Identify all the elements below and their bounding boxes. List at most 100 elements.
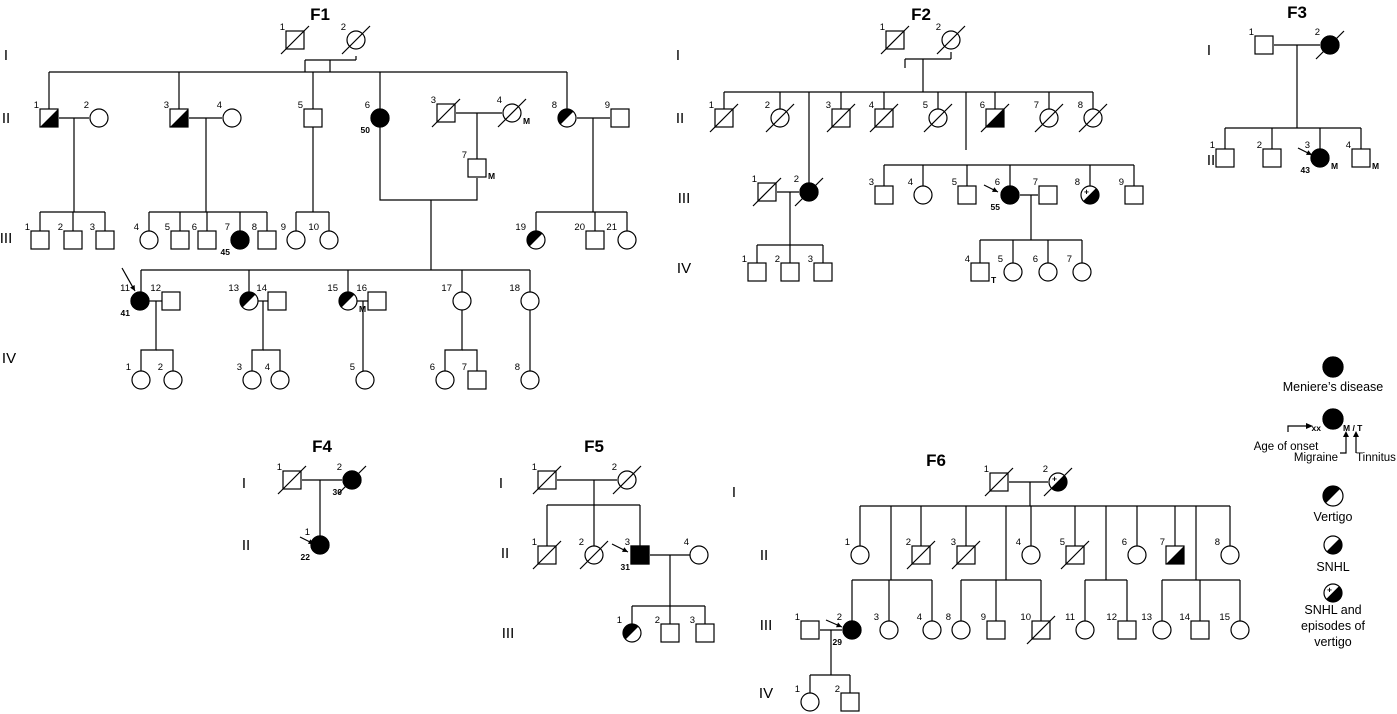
family-2-lines — [723, 52, 1135, 264]
individual-number: 2 — [579, 537, 584, 548]
deceased-slash — [337, 465, 367, 495]
half-fill — [1083, 188, 1099, 204]
symbol-male — [1117, 620, 1137, 640]
individual-number: 3 — [874, 612, 879, 623]
individual-number: 7 — [1034, 100, 1039, 111]
legend-migraine-label: Migraine — [1294, 452, 1338, 464]
individual: 14 — [256, 283, 287, 311]
square-outline — [95, 230, 115, 250]
individual: 7 — [462, 362, 487, 390]
individual: 1 — [277, 462, 307, 495]
symbol-female — [1230, 620, 1250, 640]
square-outline — [257, 230, 277, 250]
individual-number: 6 — [365, 100, 370, 111]
individual: 2 — [936, 22, 966, 55]
square-fill — [630, 545, 650, 565]
individual: 6 — [1033, 254, 1058, 282]
individual: 21 — [606, 222, 637, 250]
symbol-female — [1322, 356, 1344, 378]
circle-outline — [242, 370, 262, 390]
square-outline — [800, 620, 820, 640]
generation-label: I — [676, 47, 680, 64]
half-fill — [1166, 546, 1184, 564]
symbol-male — [800, 620, 820, 640]
individual-number: 7 — [225, 222, 230, 233]
circle-outline — [270, 370, 290, 390]
square-outline — [367, 291, 387, 311]
individual-number: 1 — [532, 462, 537, 473]
family-1-lines — [39, 56, 628, 372]
proband-arrow — [1297, 147, 1313, 156]
individual: 1 — [617, 615, 642, 643]
half-fill — [623, 624, 639, 640]
individual-number: 1 — [742, 254, 747, 265]
symbol-female — [1021, 545, 1041, 565]
legend-migraine-arrowhead — [1343, 431, 1349, 437]
individual: 3 — [431, 95, 461, 128]
symbol-female — [338, 291, 358, 311]
symbol-male — [957, 185, 977, 205]
circle-outline — [951, 620, 971, 640]
symbol-male — [1190, 620, 1210, 640]
individual: 5 — [998, 254, 1023, 282]
family-title: F3 — [1287, 3, 1307, 22]
age-of-onset: 30 — [333, 487, 343, 497]
circle-outline — [139, 230, 159, 250]
individual-number: 6 — [430, 362, 435, 373]
individual-number: 3 — [951, 537, 956, 548]
individual-number: 12 — [1106, 612, 1117, 623]
deceased-slash — [431, 98, 461, 128]
circle-outline — [1075, 620, 1095, 640]
individual: 1 — [709, 100, 739, 133]
deceased-slash — [497, 98, 527, 128]
symbol-male — [840, 692, 860, 712]
individual-number: 9 — [981, 612, 986, 623]
family-3-lines — [1224, 44, 1362, 150]
deceased-slash — [923, 103, 953, 133]
individual: 8 — [552, 100, 577, 128]
square-outline — [1038, 185, 1058, 205]
age-of-onset: 43 — [1301, 165, 1311, 175]
square-outline — [303, 108, 323, 128]
individual: +2 — [1043, 464, 1073, 497]
individual-number: 3 — [826, 100, 831, 111]
square-outline — [970, 262, 990, 282]
individual: 8 — [946, 612, 971, 640]
phenotype-marker: M — [1331, 161, 1338, 171]
individual-number: 4 — [869, 100, 874, 111]
square-outline — [161, 291, 181, 311]
symbol-male — [610, 108, 630, 128]
individual: 3 — [690, 615, 715, 643]
symbol-female — [1322, 485, 1344, 507]
legend-age-arrowhead — [1306, 423, 1313, 429]
individual-number: 3 — [690, 615, 695, 626]
circle-outline — [1152, 620, 1172, 640]
legend-migraine-arrow — [1340, 434, 1347, 454]
individual: 8 — [252, 222, 277, 250]
individual-number: 10 — [308, 222, 319, 233]
symbol-female — [222, 108, 242, 128]
individual: 4T — [965, 254, 997, 285]
symbol-female — [1310, 148, 1330, 168]
individual: 1 — [1249, 27, 1274, 55]
deceased-slash — [280, 25, 310, 55]
individual-number: 5 — [165, 222, 170, 233]
generation-label: III — [760, 617, 773, 634]
family-5-lines — [546, 479, 706, 625]
individual-number: 4 — [965, 254, 970, 265]
symbol-female — [1323, 535, 1343, 555]
symbol-male — [303, 108, 323, 128]
symbol-female — [520, 370, 540, 390]
legend-age-of-onset-label: Age of onset — [1254, 441, 1319, 453]
individual-number: 3 — [869, 177, 874, 188]
individual: 4M — [1346, 140, 1379, 171]
individual: 331 — [621, 537, 650, 572]
deceased-slash — [1060, 540, 1090, 570]
family-title: F1 — [310, 5, 330, 24]
symbol-female — [242, 370, 262, 390]
symbol-male — [1038, 185, 1058, 205]
deceased-slash — [869, 103, 899, 133]
individual: 1 — [280, 22, 310, 55]
symbol-female: + — [1323, 583, 1343, 603]
